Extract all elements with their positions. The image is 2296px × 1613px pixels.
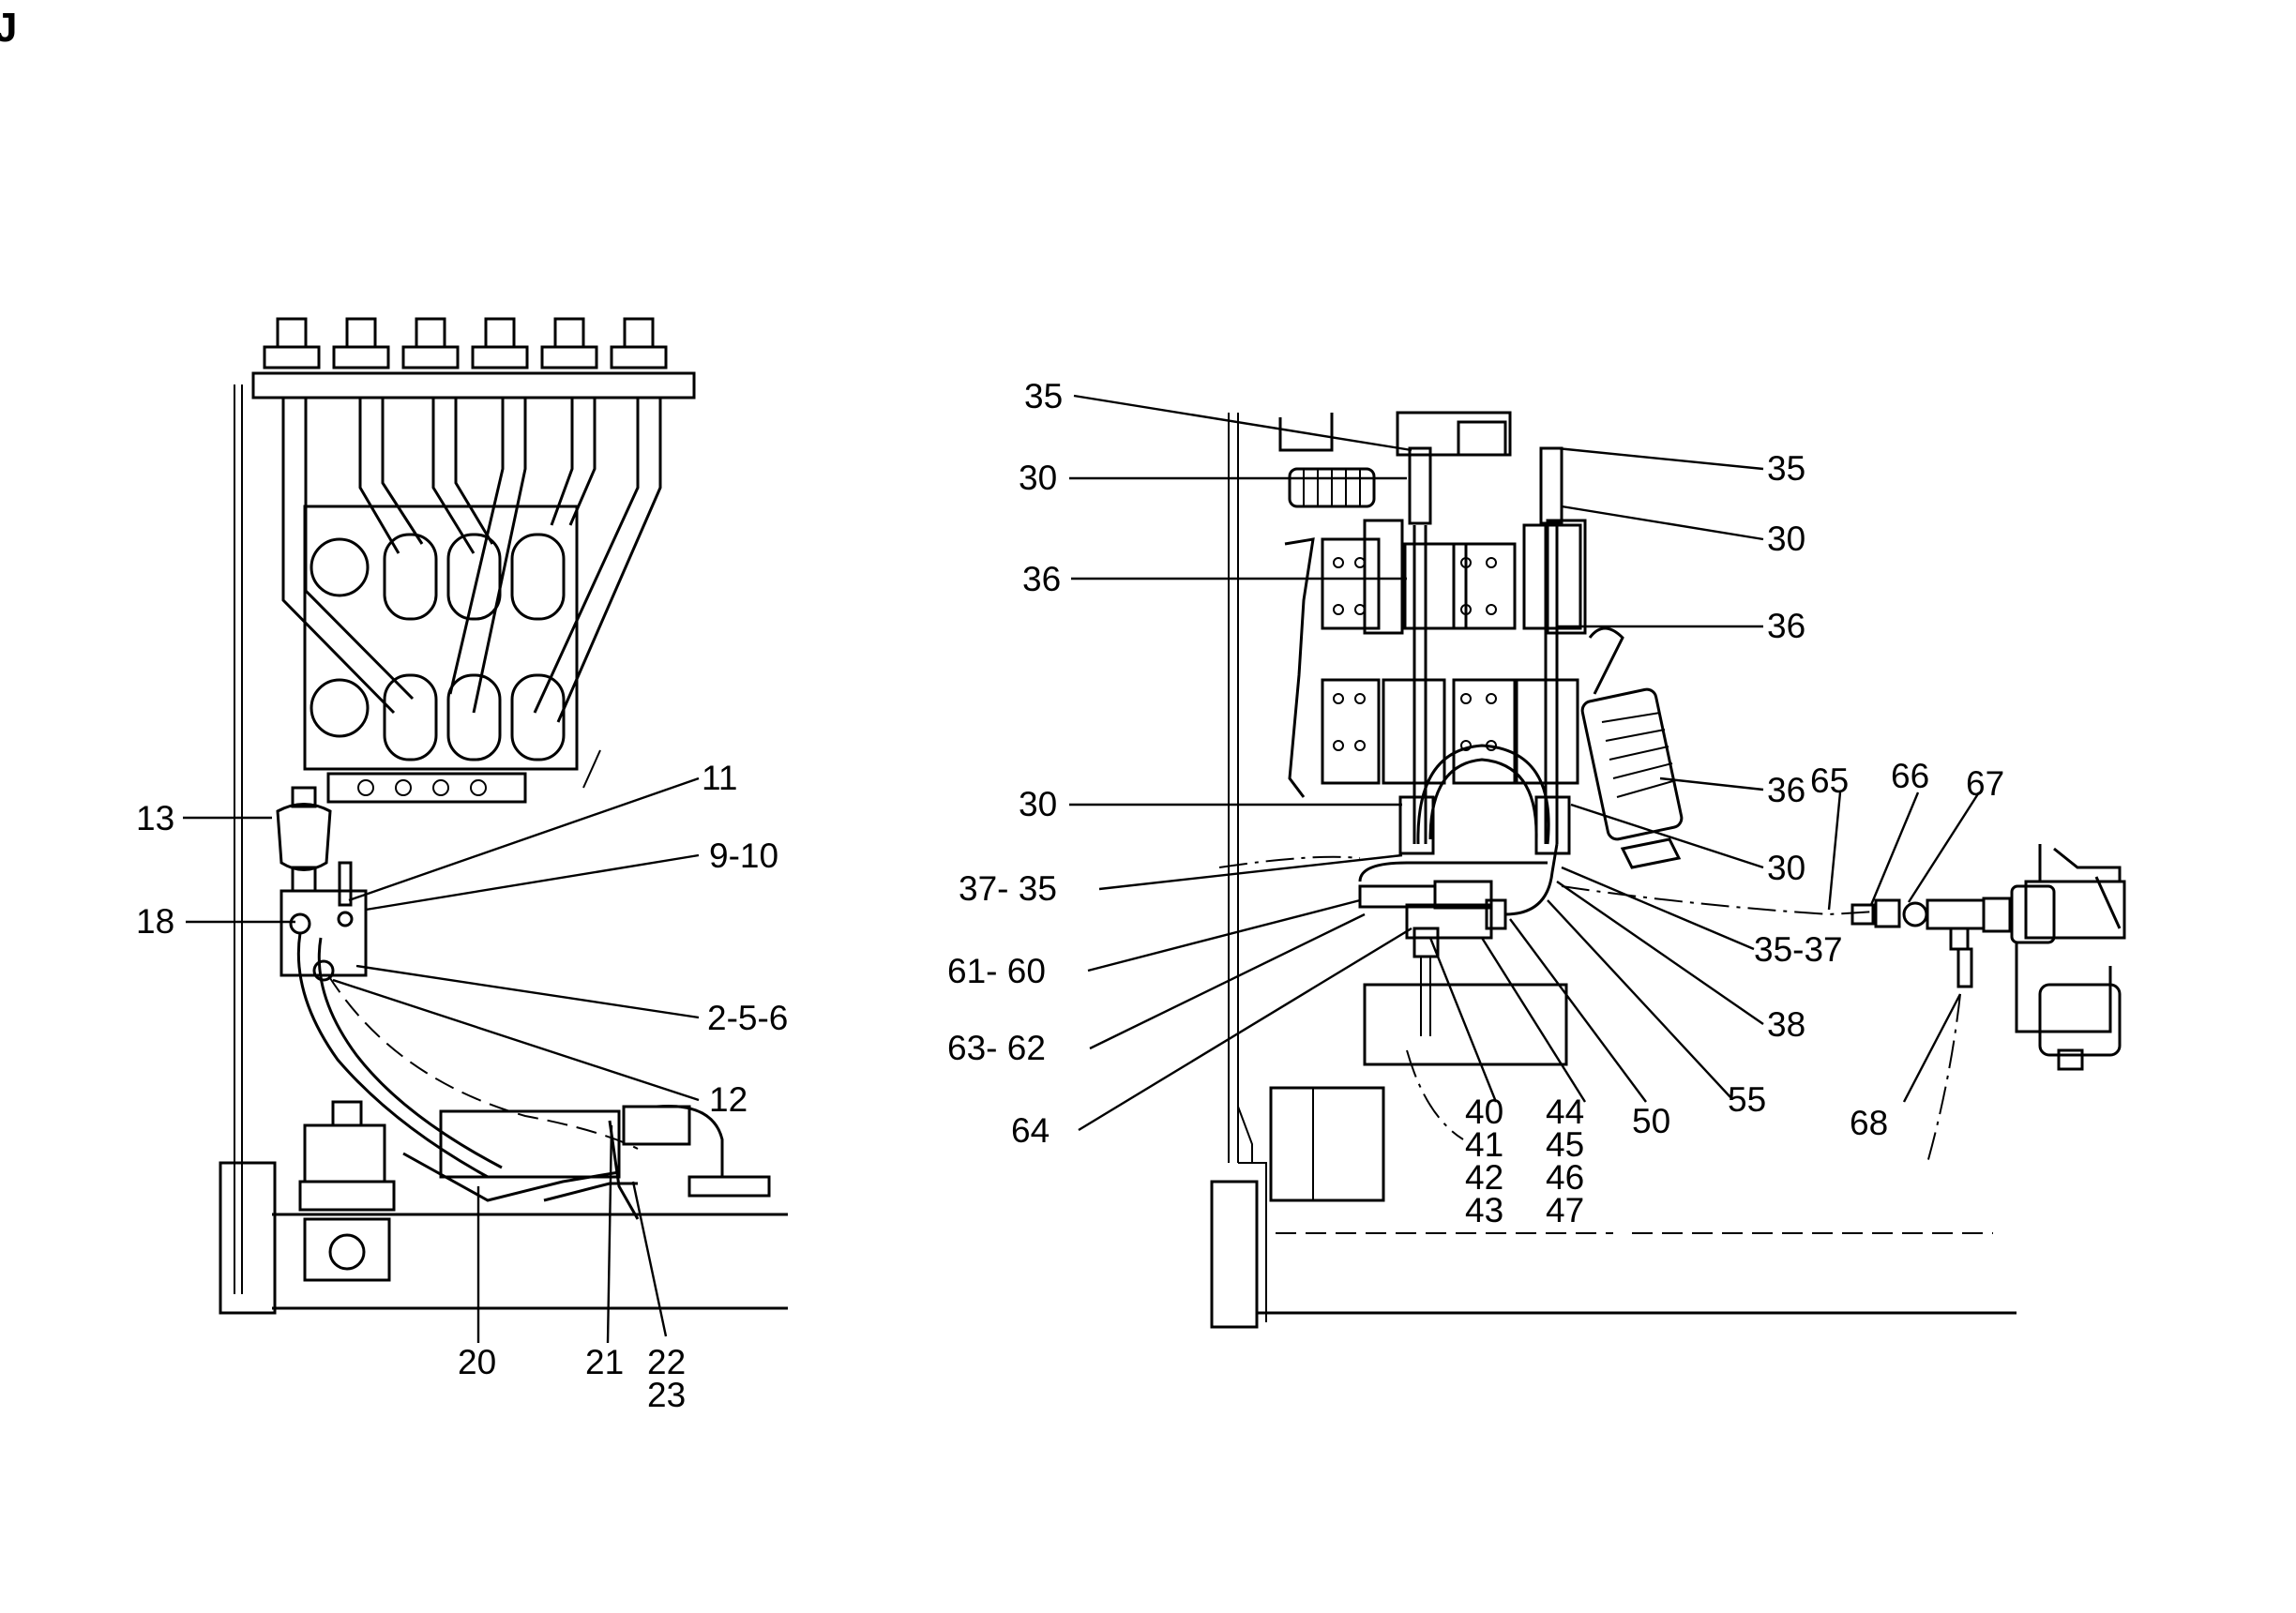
callout-63-62: 63- 62	[947, 1029, 1046, 1067]
callout-22: 22	[647, 1343, 686, 1381]
callout-43: 43	[1465, 1191, 1503, 1229]
callout-68: 68	[1850, 1104, 1888, 1142]
corner-mark: J	[0, 5, 17, 51]
callout-18: 18	[136, 902, 174, 941]
callout-36-right-1: 36	[1767, 607, 1805, 645]
callout-20: 20	[458, 1343, 496, 1381]
callout-61-60: 61- 60	[947, 952, 1046, 990]
side-filter	[1580, 626, 1684, 869]
callout-11: 11	[702, 759, 737, 797]
callout-64: 64	[1011, 1111, 1050, 1150]
hoses	[296, 932, 640, 1220]
callout-13: 13	[136, 799, 174, 837]
callout-45: 45	[1546, 1125, 1584, 1164]
callout-12: 12	[709, 1080, 748, 1119]
callout-38: 38	[1767, 1005, 1805, 1044]
callout-21: 21	[585, 1343, 624, 1381]
right-callouts: 35 30 36 30 37- 35 61- 60 63- 62 64 35 3…	[947, 377, 2004, 1229]
left-callouts: 11 9-10 13 18 2-5-6 12 20 21 22 23	[136, 759, 788, 1414]
callout-41: 41	[1465, 1125, 1503, 1164]
callout-42: 42	[1465, 1158, 1503, 1197]
upper-filter	[1288, 467, 1376, 508]
right-filter-assembly	[1850, 844, 2126, 1164]
control-valve-caps	[263, 317, 668, 369]
callout-46: 46	[1546, 1158, 1584, 1197]
callout-30-mid-left: 30	[1019, 785, 1057, 823]
callout-36-right-2: 36	[1767, 771, 1805, 809]
callout-35-top-left: 35	[1024, 377, 1063, 415]
right-leader-lines	[1069, 394, 1981, 1132]
callout-30-top-left: 30	[1019, 459, 1057, 497]
left-leader-lines	[183, 776, 700, 1344]
lower-control-block	[1269, 843, 1568, 1202]
callout-67: 67	[1966, 764, 2004, 803]
callout-30-right: 30	[1767, 849, 1805, 887]
callout-35-37: 35-37	[1754, 930, 1843, 969]
callout-66: 66	[1891, 757, 1929, 795]
callout-47: 47	[1546, 1191, 1584, 1229]
callout-40: 40	[1465, 1093, 1503, 1131]
right-view-drawing	[1210, 411, 2126, 1329]
callout-50: 50	[1632, 1102, 1670, 1140]
callout-44: 44	[1546, 1093, 1584, 1131]
callout-2-5-6: 2-5-6	[707, 999, 788, 1037]
callout-9-10: 9-10	[709, 837, 778, 875]
callout-55: 55	[1728, 1080, 1766, 1119]
valve-block	[303, 505, 601, 804]
accumulator	[276, 786, 332, 893]
left-view-drawing	[219, 317, 788, 1315]
pump-and-frame	[219, 1100, 788, 1315]
callout-35-top-right: 35	[1767, 449, 1805, 488]
callout-65: 65	[1810, 761, 1849, 800]
callout-36-left: 36	[1022, 560, 1061, 598]
callout-37-35: 37- 35	[959, 869, 1057, 908]
valve-bank	[1284, 519, 1587, 798]
callout-30-top-right: 30	[1767, 520, 1805, 558]
callout-23: 23	[647, 1376, 686, 1414]
pipe-bundle	[281, 398, 662, 723]
vertical-hydraulic-lines	[1398, 446, 1571, 855]
